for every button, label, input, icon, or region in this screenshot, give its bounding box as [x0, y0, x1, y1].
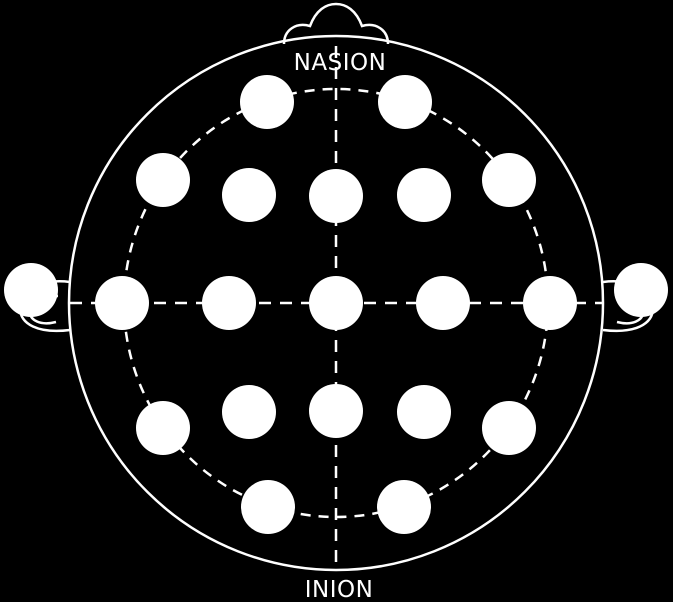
electrode-central-left — [202, 276, 256, 330]
electrode-parietal-midline — [309, 384, 363, 438]
electrode-frontopolar-left — [240, 75, 294, 129]
electrode-temporal-left — [95, 276, 149, 330]
electrode-parietal-right — [397, 385, 451, 439]
electrode-parietal-left — [222, 385, 276, 439]
electrode-left-ear — [4, 263, 58, 317]
electrode-parietal-far-right — [482, 401, 536, 455]
electrode-frontal-midline — [309, 169, 363, 223]
electrode-occipital-left — [241, 480, 295, 534]
electrode-frontal-far-left — [136, 153, 190, 207]
electrode-central-midline — [309, 276, 363, 330]
nose-outline-icon — [282, 2, 390, 45]
electrode-temporal-right — [523, 276, 577, 330]
electrode-right-ear — [614, 263, 668, 317]
electrode-occipital-right — [377, 480, 431, 534]
electrode-central-right — [416, 276, 470, 330]
electrode-frontal-left — [222, 168, 276, 222]
electrode-parietal-far-left — [136, 401, 190, 455]
inion-label: INION — [305, 577, 374, 602]
nasion-label: NASION — [294, 50, 387, 76]
electrode-frontal-right — [397, 168, 451, 222]
electrode-frontal-far-right — [482, 153, 536, 207]
electrodes — [4, 75, 668, 534]
electrode-frontopolar-right — [378, 75, 432, 129]
